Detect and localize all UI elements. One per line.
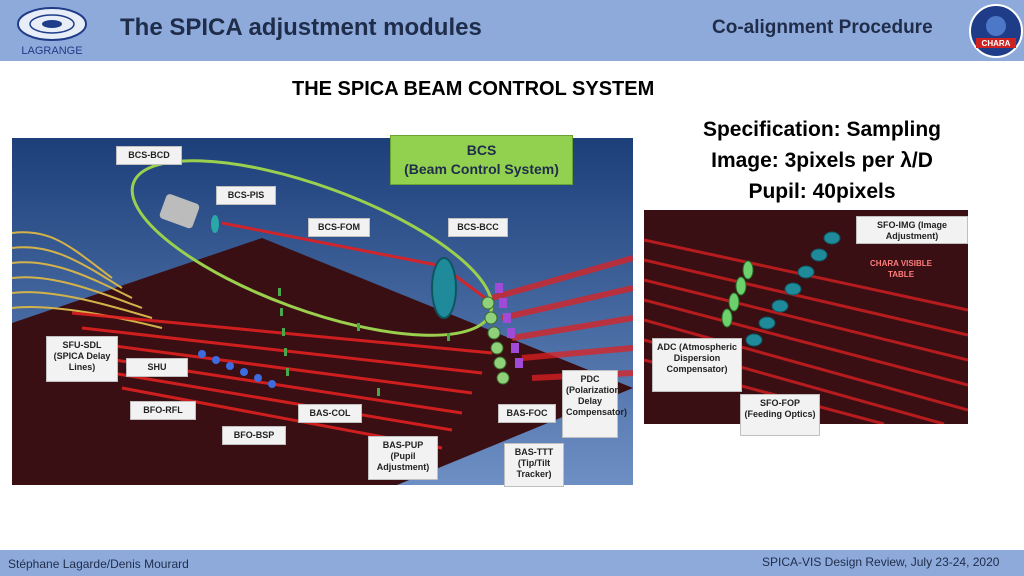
bas-ttt-label: BAS-TTT (Tip/Tilt Tracker) — [504, 443, 564, 487]
bcs-label: BCS (Beam Control System) — [390, 135, 573, 185]
bcs-pis-label: BCS-PIS — [216, 186, 276, 205]
lagrange-logo: LAGRANGE — [17, 7, 87, 57]
sfu-sdl-label: SFU-SDL (SPICA Delay Lines) — [46, 336, 118, 382]
bas-col-label: BAS-COL — [298, 404, 362, 423]
page-title: The SPICA adjustment modules — [120, 14, 482, 41]
adc-label: ADC (Atmospheric Dispersion Compensator) — [652, 338, 742, 392]
bcs-bcd-label: BCS-BCD — [116, 146, 182, 165]
spec-line: Image: 3pixels per λ/D — [711, 149, 933, 172]
bcs-title: BCS — [466, 142, 497, 158]
sfo-fop-label: SFO-FOP (Feeding Optics) — [740, 394, 820, 436]
section-title: THE SPICA BEAM CONTROL SYSTEM — [292, 78, 655, 100]
header-bar — [0, 0, 1024, 61]
svg-text:LAGRANGE: LAGRANGE — [21, 45, 82, 57]
bcs-subtitle: (Beam Control System) — [404, 161, 559, 177]
bas-pup-label: BAS-PUP (Pupil Adjustment) — [368, 436, 438, 480]
pdc-label: PDC (Polarization Delay Compensator) — [562, 370, 627, 438]
sfo-img-label: SFO-IMG (Image Adjustment) — [856, 216, 968, 244]
chara-table-label: CHARA VISIBLE TABLE — [870, 259, 932, 279]
page-subtitle: Co-alignment Procedure — [712, 17, 933, 38]
bfo-bsp-label: BFO-BSP — [222, 426, 286, 445]
bcs-fom-label: BCS-FOM — [308, 218, 370, 237]
footer-event: SPICA-VIS Design Review, July 23-24, 202… — [762, 555, 1000, 569]
svg-text:CHARA: CHARA — [982, 39, 1011, 48]
shu-label: SHU — [126, 358, 188, 377]
bas-foc-label: BAS-FOC — [498, 404, 556, 423]
footer-bar — [0, 550, 1024, 576]
spec-line: Pupil: 40pixels — [748, 180, 896, 203]
bcs-bench-illustration — [12, 138, 633, 485]
bfo-rfl-label: BFO-RFL — [130, 401, 196, 420]
footer-authors: Stéphane Lagarde/Denis Mourard — [8, 557, 189, 571]
spec-line: Specification: Sampling — [702, 118, 942, 141]
bcs-bcc-label: BCS-BCC — [448, 218, 508, 237]
specification-text: Specification: Sampling Image: 3pixels p… — [684, 114, 960, 207]
chara-logo: CHARA — [969, 4, 1023, 58]
chara-table-illustration — [644, 210, 968, 424]
